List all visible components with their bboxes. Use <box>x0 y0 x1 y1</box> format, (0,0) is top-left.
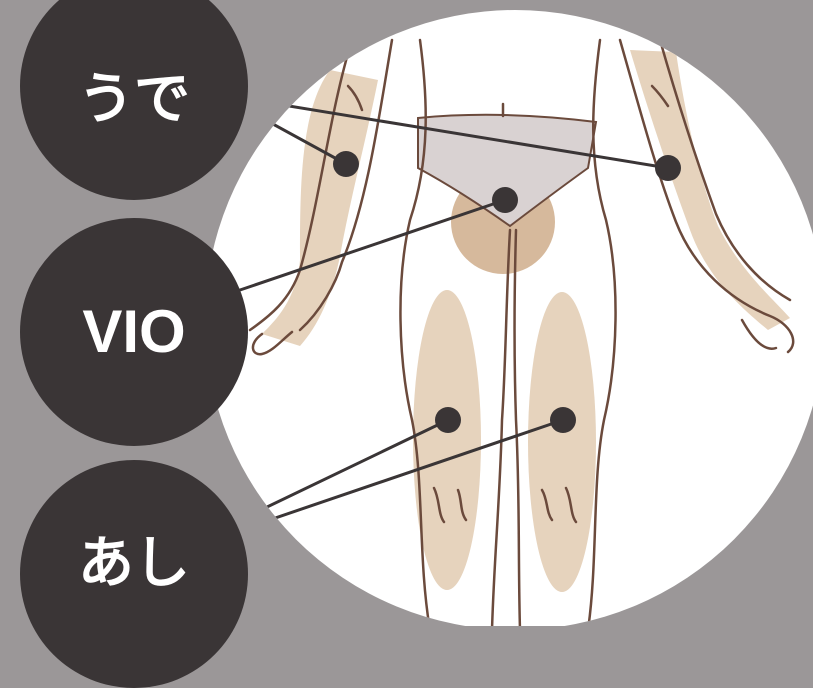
leg-label-bubble: あし <box>20 460 248 688</box>
leg-label: あし <box>78 536 190 592</box>
leg-right-marker <box>550 407 576 433</box>
arm-label: うで <box>78 72 190 128</box>
leg-left-marker <box>435 407 461 433</box>
vio-marker <box>492 187 518 213</box>
arm-right-marker <box>655 155 681 181</box>
vio-label: VIO <box>82 302 185 362</box>
vio-label-bubble: VIO <box>20 218 248 446</box>
arm-left-marker <box>333 151 359 177</box>
right-leg-highlight <box>528 292 596 592</box>
